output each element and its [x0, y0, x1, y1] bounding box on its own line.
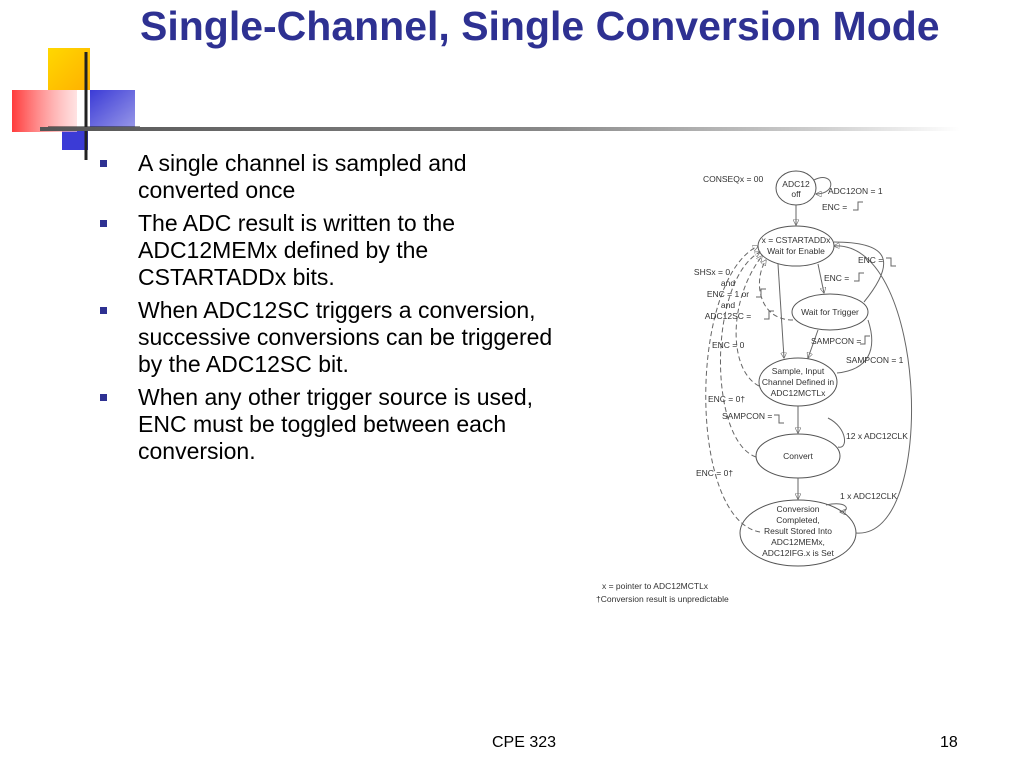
state-diagram: ADC12 off x = CSTARTADDx Wait for Enable… — [596, 170, 913, 604]
bullet-text: When any other trigger source is used, E… — [138, 384, 534, 464]
state-complete-line3: Result Stored Into — [764, 526, 832, 536]
state-adc-off: ADC12 off — [775, 170, 817, 206]
label-clk1: 1 x ADC12CLK — [840, 491, 897, 501]
label-enc-0-c: ENC = 0† — [696, 468, 733, 478]
label-sampcon-1: SAMPCON = 1 — [846, 355, 904, 365]
state-adc-off-line2: off — [791, 189, 801, 199]
state-convert: Convert — [755, 433, 841, 479]
square-bullet-icon — [100, 220, 107, 227]
state-sample-line2: Channel Defined in — [762, 377, 835, 387]
state-complete-line5: ADC12IFG.x is Set — [762, 548, 834, 558]
state-wait-enable: x = CSTARTADDx Wait for Enable — [757, 225, 835, 267]
label-conseq: CONSEQx = 00 — [703, 174, 764, 184]
bullet-item: When any other trigger source is used, E… — [98, 384, 558, 465]
bullet-text: When ADC12SC triggers a conversion, succ… — [138, 297, 553, 377]
label-sampcon-rise: SAMPCON = — [811, 336, 861, 346]
bullet-list: A single channel is sampled and converte… — [98, 150, 558, 471]
slide-title: Single-Channel, Single Conversion Mode — [140, 3, 940, 49]
bullet-item: A single channel is sampled and converte… — [98, 150, 558, 204]
label-shs-1: SHSx = 0 — [694, 267, 730, 277]
edge-glyphs — [756, 201, 896, 424]
footer-page-number: 18 — [940, 734, 958, 751]
state-complete-line1: Conversion — [777, 504, 820, 514]
state-sample-line1: Sample, Input — [772, 366, 825, 376]
label-clk12: 12 x ADC12CLK — [846, 431, 908, 441]
state-sample-line3: ADC12MCTLx — [771, 388, 827, 398]
square-bullet-icon — [100, 160, 107, 167]
label-enc-fall-1: ENC = — [858, 255, 883, 265]
label-enc-0-a: ENC = 0 — [712, 340, 745, 350]
state-complete-line2: Completed, — [776, 515, 819, 525]
label-shs-5: ADC12SC = — [705, 311, 752, 321]
state-sample: Sample, Input Channel Defined in ADC12MC… — [758, 357, 838, 407]
label-enc-rise-2: ENC = — [824, 273, 849, 283]
state-complete: Conversion Completed, Result Stored Into… — [739, 499, 857, 567]
label-adc12on: ADC12ON = 1 — [828, 186, 883, 196]
bullet-text: A single channel is sampled and converte… — [138, 150, 467, 203]
label-shs-4: and — [721, 300, 735, 310]
label-shs-3: ENC = 1 or — [707, 289, 749, 299]
state-wait-enable-line2: Wait for Enable — [767, 246, 825, 256]
square-bullet-icon — [100, 394, 107, 401]
transition-labels: CONSEQx = 00 ADC12ON = 1 ENC = ENC = ENC… — [694, 174, 908, 501]
note-unpredictable: †Conversion result is unpredictable — [596, 594, 729, 604]
footer-course: CPE 323 — [492, 734, 557, 751]
bullet-item: When ADC12SC triggers a conversion, succ… — [98, 297, 558, 378]
label-shs-2: and — [721, 278, 735, 288]
label-sampcon-fall: SAMPCON = — [722, 411, 772, 421]
title-divider — [40, 127, 960, 131]
state-convert-line1: Convert — [783, 451, 813, 461]
square-bullet-icon — [100, 307, 107, 314]
state-wait-trigger-line1: Wait for Trigger — [801, 307, 859, 317]
label-enc-0-b: ENC = 0† — [708, 394, 745, 404]
state-wait-trigger: Wait for Trigger — [791, 293, 869, 331]
state-wait-enable-line1: x = CSTARTADDx — [762, 235, 831, 245]
state-adc-off-line1: ADC12 — [782, 179, 810, 189]
label-enc-rise-1: ENC = — [822, 202, 847, 212]
bullet-text: The ADC result is written to the ADC12ME… — [138, 210, 456, 290]
bullet-item: The ADC result is written to the ADC12ME… — [98, 210, 558, 291]
note-pointer: x = pointer to ADC12MCTLx — [602, 581, 709, 591]
state-complete-line4: ADC12MEMx, — [771, 537, 825, 547]
